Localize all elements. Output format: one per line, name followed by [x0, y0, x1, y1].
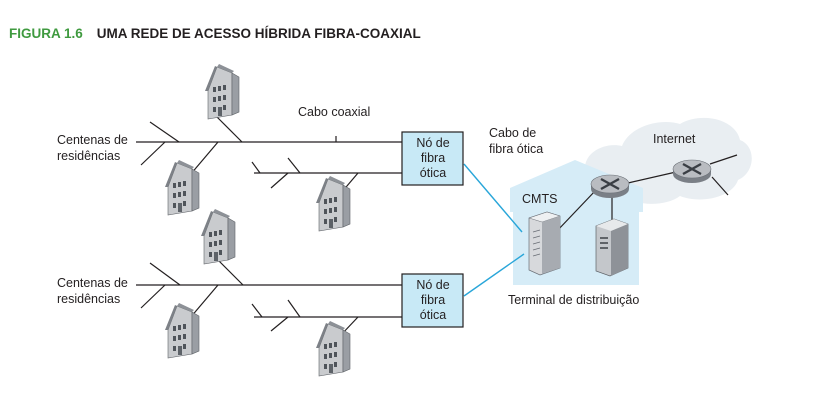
cmts-icon: [528, 211, 561, 276]
coax-tree-bottom: [136, 255, 403, 337]
house-icon: [164, 159, 200, 216]
cmts-router-link: [555, 189, 597, 233]
fiber-cable-bottom: [463, 253, 525, 297]
house-icon: [315, 175, 351, 232]
fiber-node-bottom: [401, 273, 464, 328]
router-icon: [671, 158, 713, 185]
homes-label-top: Centenas de: [57, 133, 128, 147]
fiber-node-top-label: ótica: [420, 166, 446, 180]
server-icon: [595, 218, 629, 277]
internet-link: [709, 154, 738, 165]
figure-number: FIGURA 1.6: [9, 26, 83, 41]
fiber-label: Cabo de: [489, 126, 536, 140]
figure-header: FIGURA 1.6 UMA REDE DE ACESSO HÍBRIDA FIB…: [9, 26, 421, 41]
router-router-link: [627, 171, 677, 184]
fiber-node-bottom-label: fibra: [421, 293, 445, 307]
fiber-node-top-label: Nó de: [416, 136, 449, 150]
house-icon: [200, 208, 236, 265]
house-icon: [164, 302, 200, 359]
homes-label-bottom: residências: [57, 292, 120, 306]
coax-label: Cabo coaxial: [298, 105, 370, 119]
coax-tree-top: [136, 114, 403, 194]
internet-link: [711, 176, 729, 196]
fiber-node-bottom-label: ótica: [420, 308, 446, 322]
figure-title: UMA REDE DE ACESSO HÍBRIDA FIBRA-COAXIAL: [96, 26, 421, 41]
fiber-node-bottom-label: Nó de: [416, 278, 449, 292]
house-icon: [204, 63, 240, 120]
cmts-label: CMTS: [522, 192, 557, 206]
internet-label: Internet: [653, 132, 696, 146]
house-icon: [315, 320, 351, 377]
homes-label-top: residências: [57, 149, 120, 163]
fiber-node-top: [401, 131, 464, 186]
fiber-label: fibra ótica: [489, 142, 543, 156]
headend-label: Terminal de distribuição: [508, 293, 639, 307]
router-icon: [589, 173, 631, 200]
fiber-cable-top: [463, 163, 523, 233]
fiber-node-top-label: fibra: [421, 151, 445, 165]
homes-label-bottom: Centenas de: [57, 276, 128, 290]
